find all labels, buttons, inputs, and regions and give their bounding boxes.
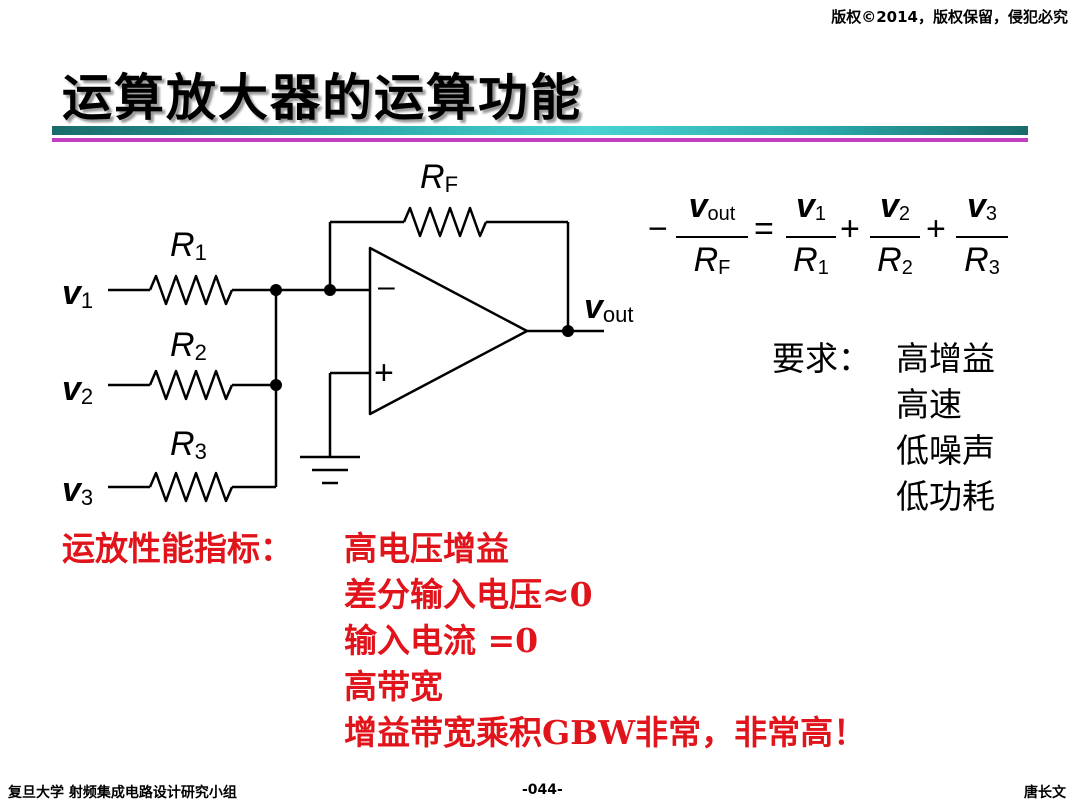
title-rule-teal <box>52 126 1028 135</box>
requirement-item: 高增益 <box>896 339 995 378</box>
label-r1: R1 <box>170 226 207 265</box>
formula-plus-1: + <box>840 210 860 248</box>
resistor-r1 <box>148 274 234 306</box>
specs-list: 高电压增益 差分输入电压≈0 输入电流 =0 高带宽 增益带宽乘积GBW非常，非… <box>344 526 866 756</box>
spec-item: 增益带宽乘积GBW非常，非常高！ <box>344 713 867 752</box>
formula-term2-fraction: v2 R2 <box>870 186 920 288</box>
node-dot-feedback <box>324 284 336 296</box>
requirements-label: 要求： <box>772 339 871 378</box>
footer-author: 唐长文 <box>1024 785 1066 801</box>
label-v1: v1 <box>62 274 94 313</box>
spec-item: 差分输入电压≈0 <box>344 575 593 614</box>
specs-label: 运放性能指标： <box>62 529 293 568</box>
opamp-minus-sign: – <box>378 270 395 303</box>
resistor-r2 <box>148 369 234 401</box>
title-rule-magenta <box>52 138 1028 142</box>
slide-title: 运算放大器的运算功能 <box>62 68 582 127</box>
formula-minus: − <box>648 210 668 248</box>
opamp-triangle <box>368 246 529 416</box>
node-dot-output <box>562 325 574 337</box>
requirement-item: 低噪声 <box>896 431 995 470</box>
node-dot-v2 <box>270 379 282 391</box>
footer-page-number: -044- <box>522 782 563 798</box>
summing-formula: − vout RF = v1 R1 + v2 R2 + v3 R3 <box>648 186 1028 286</box>
label-r3: R3 <box>170 425 207 464</box>
spec-item: 输入电流 =0 <box>344 621 539 660</box>
formula-equals: = <box>754 210 774 248</box>
label-vout: vout <box>584 288 634 327</box>
formula-term1-fraction: v1 R1 <box>786 186 836 288</box>
formula-plus-2: + <box>926 210 946 248</box>
opamp-plus-sign: + <box>374 354 394 392</box>
requirement-item: 高速 <box>896 385 962 424</box>
node-dot-sum <box>270 284 282 296</box>
copyright-notice: 版权©2014，版权保留，侵犯必究 <box>831 8 1068 26</box>
requirement-item: 低功耗 <box>896 477 995 516</box>
spec-item: 高电压增益 <box>344 529 509 568</box>
label-rf: RF <box>420 158 459 197</box>
formula-term3-fraction: v3 R3 <box>956 186 1008 288</box>
spec-item: 高带宽 <box>344 667 443 706</box>
label-v2: v2 <box>62 370 94 409</box>
footer-affiliation: 复旦大学 射频集成电路设计研究小组 <box>8 785 237 801</box>
label-r2: R2 <box>170 326 207 365</box>
formula-lhs-fraction: vout RF <box>676 186 748 288</box>
label-v3: v3 <box>62 471 94 510</box>
resistor-r3 <box>148 471 234 503</box>
requirements-list: 高增益 高速 低噪声 低功耗 <box>896 336 995 520</box>
resistor-rf <box>402 206 488 238</box>
